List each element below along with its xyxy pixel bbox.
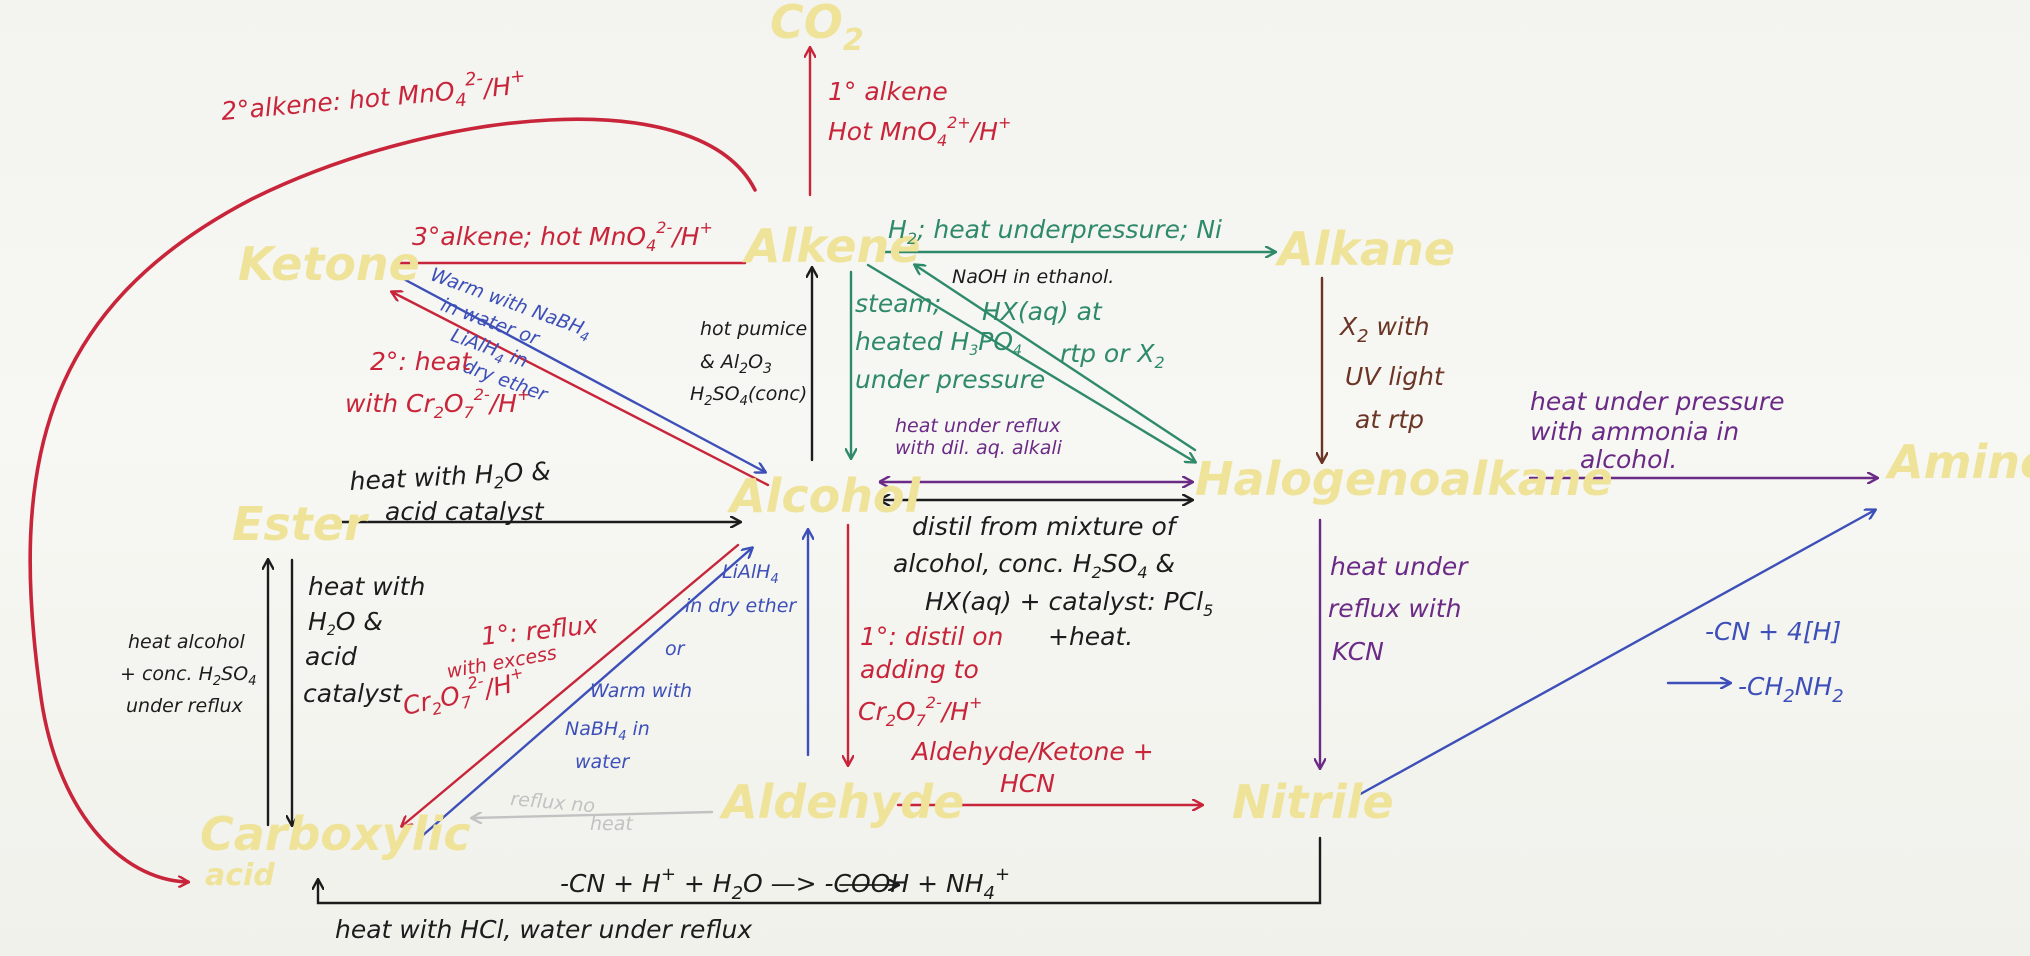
label-reduce-line2: -CH2NH2 bbox=[1738, 672, 1844, 707]
label-2deg-heat-line2: with Cr2O72-/H+ bbox=[345, 385, 530, 422]
label-reflux-no-heat-line2: heat bbox=[590, 813, 634, 835]
label-ester-acid-line1: heat with bbox=[308, 572, 425, 601]
label-hcl-reflux: heat with HCl, water under reflux bbox=[335, 915, 752, 944]
arrow-alcohol-to-carboxylic bbox=[402, 543, 740, 826]
label-naoh-ethanol: NaOH in ethanol. bbox=[952, 266, 1114, 288]
node-ester: Ester bbox=[232, 497, 370, 551]
label-ammonia-line1: heat under pressure bbox=[1530, 387, 1785, 416]
label-ester-alcohol-line1: heat with H2O & bbox=[349, 456, 552, 499]
label-hx-line1: HX(aq) at bbox=[982, 297, 1103, 326]
label-1deg-alkene-line2: Hot MnO42+/H+ bbox=[828, 113, 1011, 150]
label-hcn-line1: Aldehyde/Ketone + bbox=[910, 737, 1154, 766]
label-kcn-line1: heat under bbox=[1330, 552, 1469, 581]
label-make-ester-line1: heat alcohol bbox=[128, 631, 246, 653]
arrow-alcohol-to-ketone bbox=[392, 292, 770, 487]
label-steam-line2: heated H3PO4 bbox=[855, 327, 1022, 359]
label-1deg-alkene-line1: 1° alkene bbox=[828, 77, 948, 106]
label-alkene-to-alkane: H2; heat underpressure; Ni bbox=[888, 215, 1222, 248]
node-alkane: Alkane bbox=[1275, 222, 1455, 276]
node-layer: CO2 Alkene Alkane Ketone Alcohol Halogen… bbox=[200, 0, 2030, 893]
label-lialh4-line1: LiAlH4 bbox=[722, 561, 779, 587]
label-dil-alkali-line1: heat under reflux bbox=[895, 415, 1061, 437]
label-reflux-no-heat-line1: reflux no bbox=[510, 788, 596, 817]
node-nitrile: Nitrile bbox=[1232, 775, 1394, 829]
label-reduce-line1: -CN + 4[H] bbox=[1705, 617, 1841, 646]
label-distil-line1: distil from mixture of bbox=[912, 512, 1179, 541]
node-amine: Amine bbox=[1885, 435, 2030, 489]
label-kcn-line2: reflux with bbox=[1328, 594, 1461, 623]
node-co2: CO2 bbox=[770, 0, 864, 58]
label-prim-distil-line3: Cr2O72-/H+ bbox=[858, 693, 982, 730]
label-prim-distil-line1: 1°: distil on bbox=[860, 622, 1003, 651]
node-halogenoalkane: Halogenoalkane bbox=[1195, 452, 1613, 506]
label-ester-acid-line4: catalyst bbox=[303, 679, 403, 708]
node-ketone: Ketone bbox=[238, 237, 420, 291]
label-3deg-alkene: 3°alkene; hot MnO42-/H+ bbox=[412, 218, 713, 255]
label-hcn-line2: HCN bbox=[1000, 769, 1055, 798]
arrow-nitrile-to-amine bbox=[1353, 510, 1875, 799]
node-carboxylic-line2: acid bbox=[205, 858, 275, 893]
label-ammonia-line2: with ammonia in bbox=[1530, 417, 1739, 446]
arrow-aldehyde-to-carboxylic bbox=[472, 810, 714, 818]
label-distil-line3: HX(aq) + catalyst: PCl5 bbox=[925, 587, 1213, 620]
arrow-carboxylic-to-alcohol bbox=[420, 548, 752, 838]
arrow-halogenoalkane-to-alkene bbox=[915, 265, 1197, 452]
arrow-2deg-alkene-curve bbox=[28, 117, 757, 882]
label-hydrolysis-eq: -CN + H+ + H2O —> -COOH + NH4+ bbox=[560, 864, 1010, 904]
label-x2-line3: at rtp bbox=[1355, 405, 1424, 434]
node-alcohol: Alcohol bbox=[727, 469, 922, 523]
label-kcn-line3: KCN bbox=[1332, 637, 1384, 666]
label-pumice-line1: hot pumice bbox=[700, 318, 807, 340]
label-distil-line2: alcohol, conc. H2SO4 & bbox=[893, 549, 1175, 582]
label-prim-distil-line2: adding to bbox=[860, 655, 979, 684]
label-2deg-heat-line1: 2°: heat bbox=[370, 347, 472, 376]
label-distil-line4: +heat. bbox=[1048, 622, 1133, 651]
node-alkene: Alkene bbox=[742, 219, 920, 273]
label-ester-acid-line3: acid bbox=[305, 642, 357, 671]
label-lialh4-line6: water bbox=[575, 751, 630, 773]
label-steam-line3: under pressure bbox=[855, 365, 1045, 394]
label-make-ester-line2: + conc. H2SO4 bbox=[120, 663, 256, 689]
node-carboxylic-line1: Carboxylic bbox=[200, 807, 470, 861]
label-hx-line2: rtp or X2 bbox=[1060, 339, 1165, 372]
label-make-ester-line3: under reflux bbox=[126, 695, 244, 717]
arrow-ketone-to-alcohol bbox=[396, 274, 765, 472]
label-x2-line1: X2 with bbox=[1338, 312, 1430, 347]
label-2deg-alkene: 2°alkene: hot MnO42-/H+ bbox=[219, 64, 527, 132]
label-pumice-line3: H2SO4(conc) bbox=[690, 383, 807, 409]
label-lialh4-line5: NaBH4 in bbox=[565, 718, 650, 744]
label-ammonia-line3: alcohol. bbox=[1580, 445, 1677, 474]
label-ester-alcohol-line2: acid catalyst bbox=[385, 497, 545, 526]
label-ester-acid-line2: H2O & bbox=[308, 607, 383, 639]
node-aldehyde: Aldehyde bbox=[719, 775, 964, 829]
arrow-alkene-to-halogenoalkane bbox=[866, 263, 1195, 462]
label-lialh4-line2: in dry ether bbox=[685, 595, 797, 617]
label-steam-line1: steam; bbox=[855, 289, 941, 318]
label-lialh4-line4: Warm with bbox=[590, 680, 692, 702]
arrow-nitrile-hydrolysis bbox=[318, 836, 1322, 905]
label-lialh4-line3: or bbox=[665, 638, 686, 660]
label-dil-alkali-line2: with dil. aq. alkali bbox=[895, 437, 1063, 459]
label-x2-line2: UV light bbox=[1345, 362, 1445, 391]
label-pumice-line2: & Al2O3 bbox=[700, 351, 772, 377]
